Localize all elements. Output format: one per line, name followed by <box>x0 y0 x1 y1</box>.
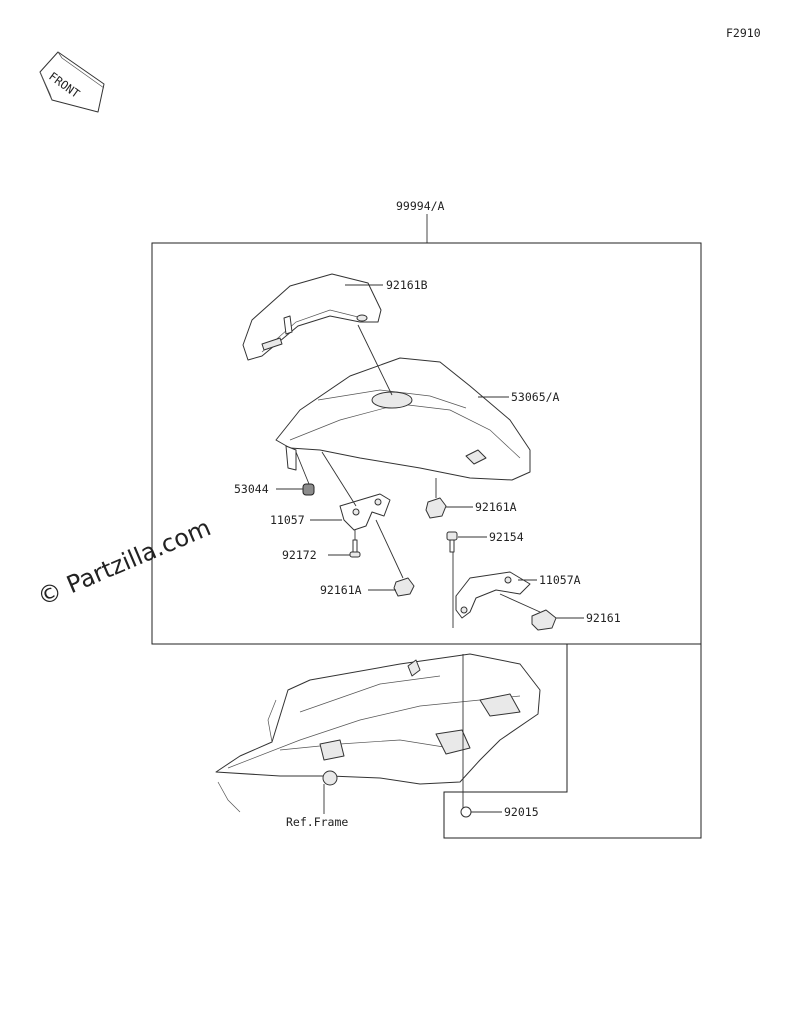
callout-92161: 92161 <box>586 611 621 625</box>
callout-92015: 92015 <box>504 805 539 819</box>
clip-92161 <box>531 609 557 631</box>
callout-92161B: 92161B <box>386 278 428 292</box>
leader-pad-to-cowl <box>357 324 393 396</box>
screw-92172 <box>349 539 361 558</box>
frame-reference <box>215 653 541 818</box>
callout-99994A: 99994/A <box>396 199 445 213</box>
leader-53044-up <box>295 451 310 485</box>
figure-code: F2910 <box>726 26 761 40</box>
front-arrow-icon: FRONT <box>39 51 105 113</box>
leader-92161-up <box>499 593 541 613</box>
callout-92161A-upper: 92161A <box>475 500 517 514</box>
damper-53044 <box>302 483 315 496</box>
bolt-92154 <box>446 531 458 553</box>
callout-92154: 92154 <box>489 530 524 544</box>
callout-53044: 53044 <box>234 482 269 496</box>
subassembly-box <box>443 644 702 839</box>
callout-92161A-lower: 92161A <box>320 583 362 597</box>
seat-cowl <box>275 357 531 481</box>
assembly-box <box>151 242 702 645</box>
grommet-92161A-lower <box>393 577 415 597</box>
leader-11057-up <box>321 451 357 507</box>
callout-53065A: 53065/A <box>511 390 560 404</box>
callout-11057A: 11057A <box>539 573 581 587</box>
bracket-11057A <box>455 571 531 619</box>
grommet-92161A-upper <box>425 497 447 519</box>
callout-11057: 11057 <box>270 513 305 527</box>
bracket-11057 <box>339 493 391 531</box>
callout-92172: 92172 <box>282 548 317 562</box>
seat-pad <box>242 273 382 361</box>
watermark: © Partzilla.com <box>33 513 214 611</box>
ref-frame-label: Ref.Frame <box>286 815 348 829</box>
leader-92161A-lower-up <box>375 519 404 579</box>
